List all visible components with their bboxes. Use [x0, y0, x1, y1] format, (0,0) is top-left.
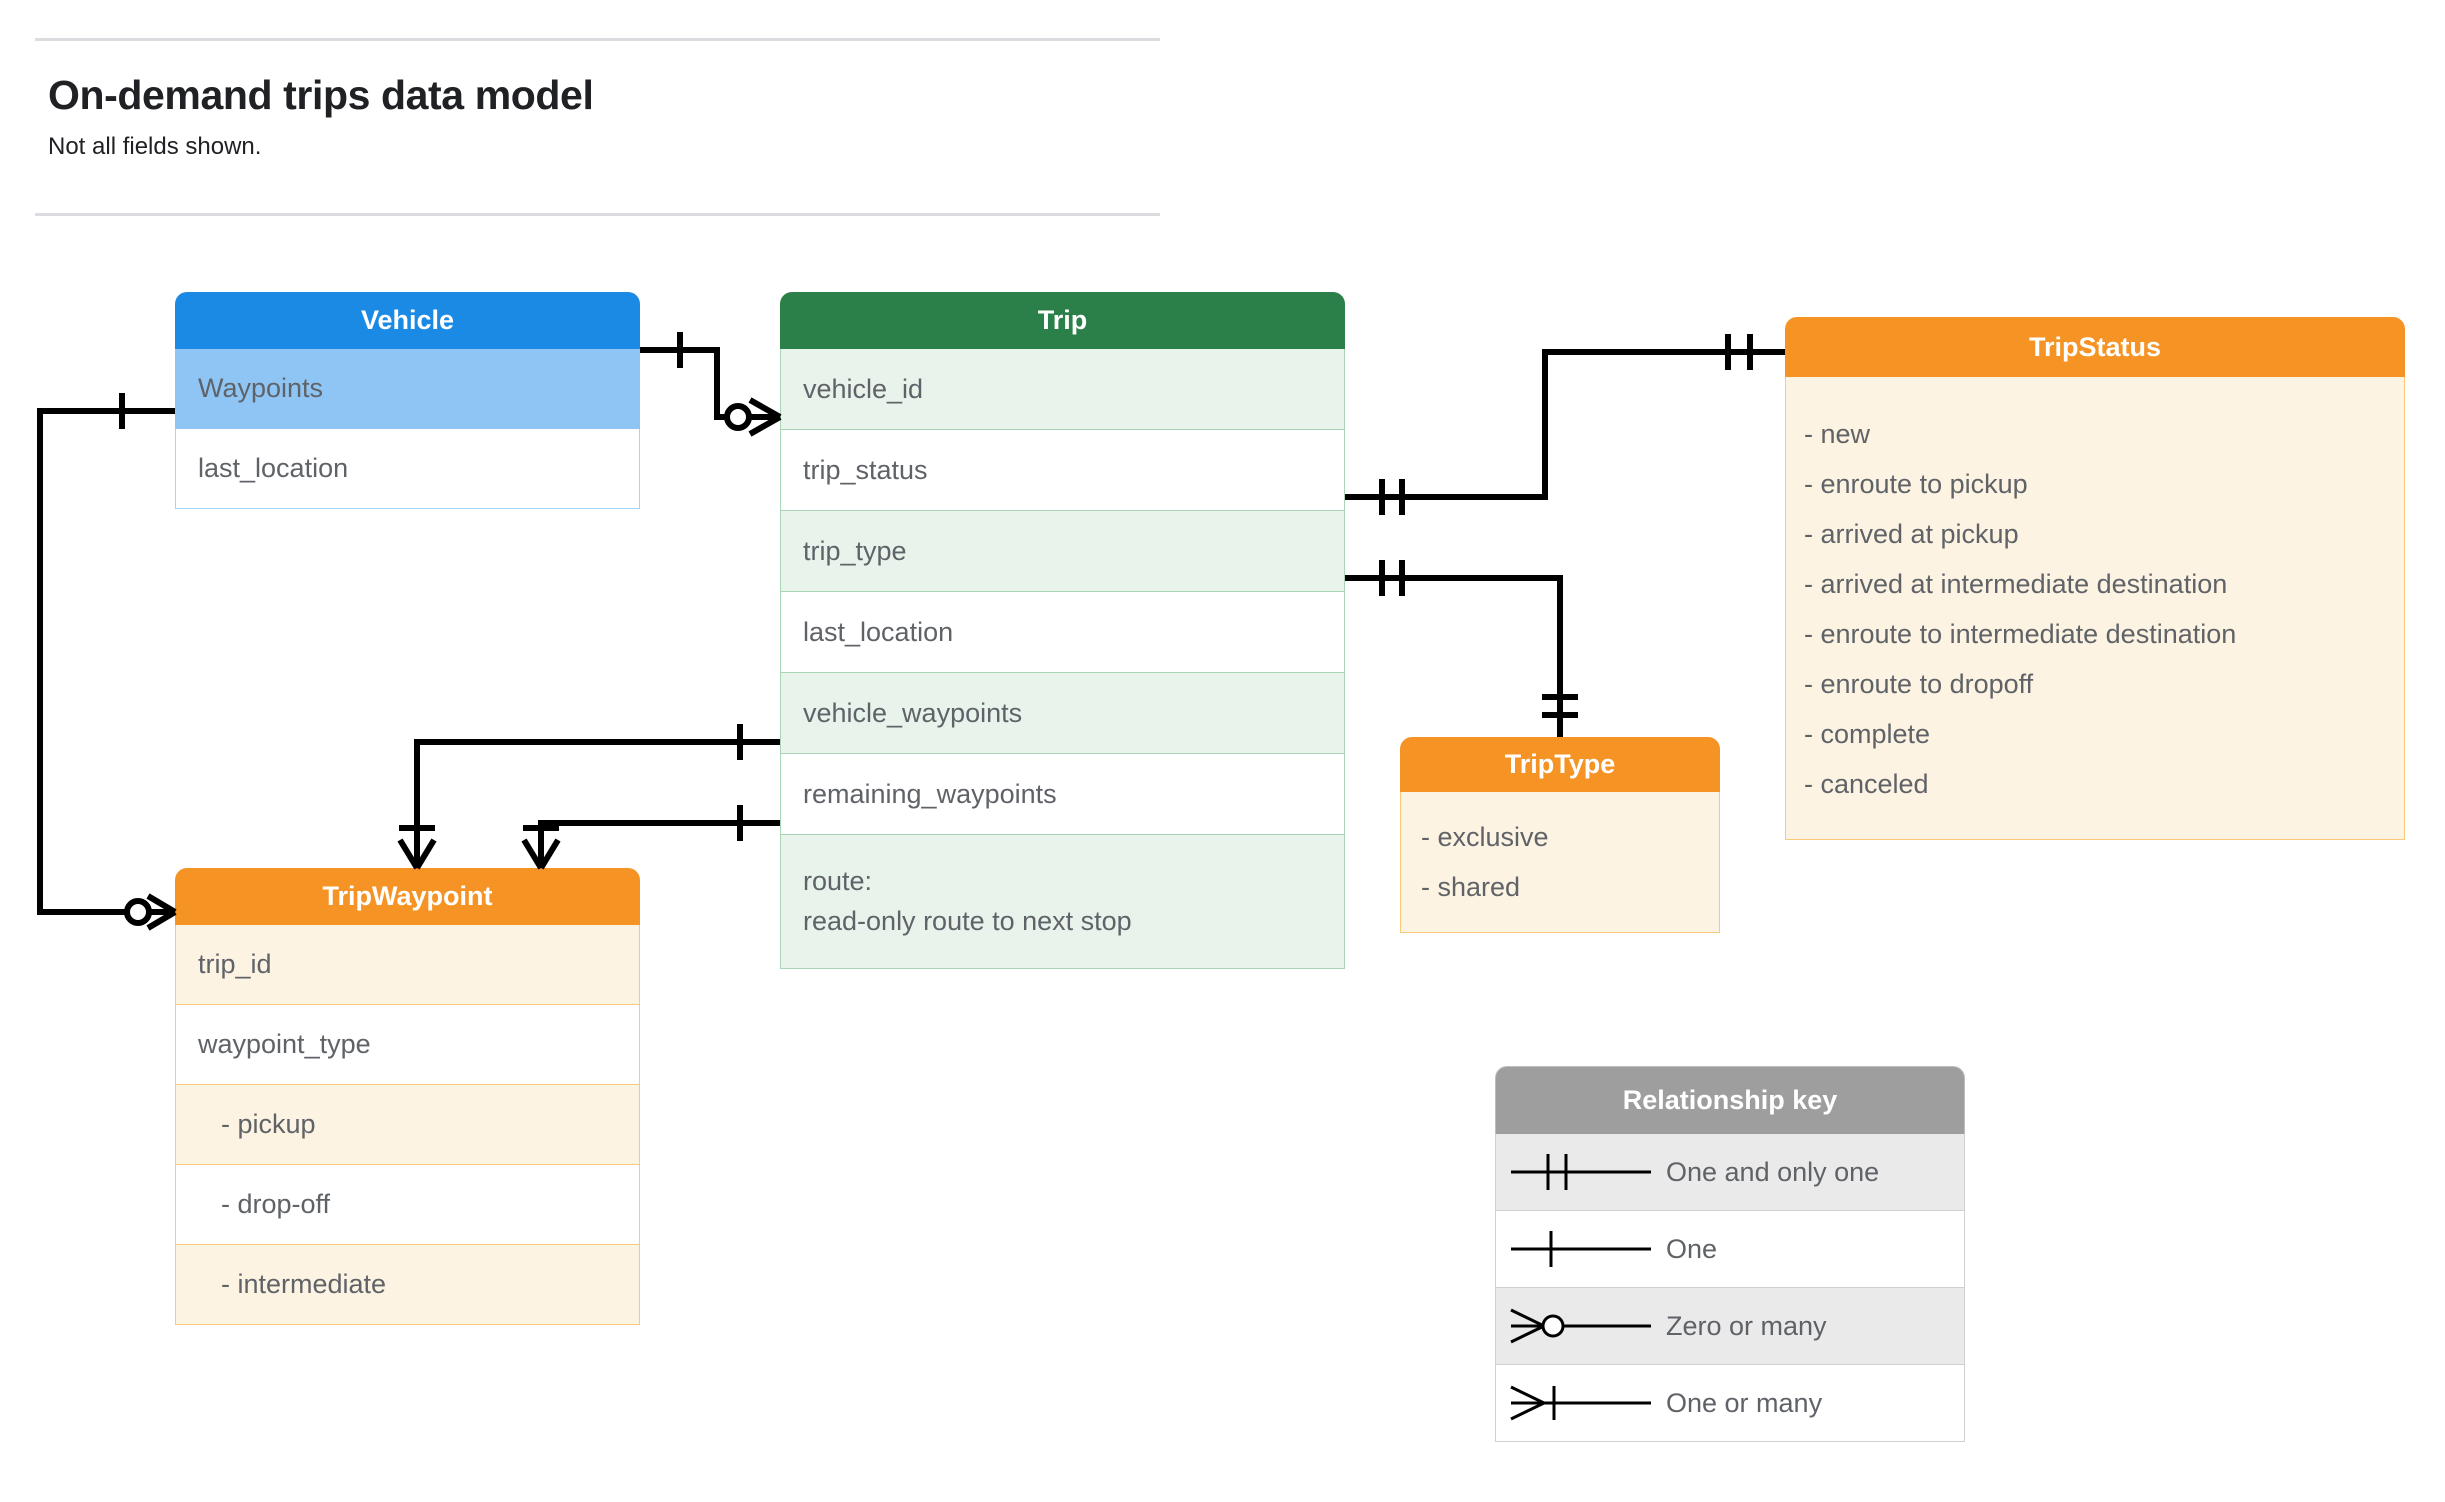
header-divider-bottom	[35, 213, 1160, 216]
field-tripwaypoint-trip-id[interactable]: trip_id	[175, 925, 640, 1005]
field-tripwaypoint-waypoint-type[interactable]: waypoint_type	[175, 1005, 640, 1085]
field-trip-last-location[interactable]: last_location	[780, 592, 1345, 673]
one-and-only-one-icon	[1496, 1147, 1666, 1197]
connector-trip-to-triptype	[1345, 560, 1578, 737]
connector-vehicle-waypoints-to-tripwaypoint	[37, 393, 177, 931]
entity-tripwaypoint[interactable]: TripWaypoint trip_id waypoint_type - pic…	[175, 868, 640, 1325]
entity-tripstatus-body: - new - enroute to pickup - arrived at p…	[1785, 377, 2405, 840]
entity-trip-body: vehicle_id trip_status trip_type last_lo…	[780, 349, 1345, 969]
entity-tripstatus[interactable]: TripStatus - new - enroute to pickup - a…	[1785, 317, 2405, 840]
field-vehicle-waypoints[interactable]: Waypoints	[175, 349, 640, 429]
value-tripstatus-arrived-intermediate: - arrived at intermediate destination	[1804, 569, 2228, 599]
value-triptype-exclusive: - exclusive	[1421, 822, 1549, 852]
one-icon	[1496, 1224, 1666, 1274]
relationship-key[interactable]: Relationship key One and only one One	[1495, 1066, 1965, 1442]
value-tripstatus-enroute-dropoff: - enroute to dropoff	[1804, 669, 2034, 699]
field-trip-vehicle-id[interactable]: vehicle_id	[780, 349, 1345, 430]
relationship-key-label: One and only one	[1666, 1156, 1880, 1187]
zero-or-many-icon	[1496, 1301, 1666, 1351]
field-trip-trip-status[interactable]: trip_status	[780, 430, 1345, 511]
relationship-key-row: One or many	[1495, 1365, 1965, 1442]
field-trip-route[interactable]: route: read-only route to next stop	[780, 835, 1345, 969]
entity-triptype-title: TripType	[1400, 737, 1720, 792]
value-tripstatus-new: - new	[1804, 419, 1871, 449]
value-tripwaypoint-intermediate[interactable]: - intermediate	[175, 1245, 640, 1325]
relationship-key-row: Zero or many	[1495, 1288, 1965, 1365]
entity-trip-title: Trip	[780, 292, 1345, 349]
entity-triptype-body: - exclusive - shared	[1400, 792, 1720, 933]
relationship-key-title: Relationship key	[1495, 1066, 1965, 1134]
relationship-key-row: One and only one	[1495, 1134, 1965, 1211]
value-tripstatus-enroute-intermediate: - enroute to intermediate destination	[1804, 619, 2237, 649]
field-trip-vehicle-waypoints[interactable]: vehicle_waypoints	[780, 673, 1345, 754]
value-tripstatus-complete: - complete	[1804, 719, 1931, 749]
page-title: On-demand trips data model	[48, 72, 594, 118]
value-tripstatus-enroute-pickup: - enroute to pickup	[1804, 469, 2028, 499]
relationship-key-label: One or many	[1666, 1387, 1823, 1418]
value-tripstatus-arrived-pickup: - arrived at pickup	[1804, 519, 2019, 549]
field-trip-trip-type[interactable]: trip_type	[780, 511, 1345, 592]
connector-vehicle-to-trip	[640, 332, 782, 437]
field-trip-route-label: route:	[803, 866, 873, 897]
entity-tripwaypoint-title: TripWaypoint	[175, 868, 640, 925]
one-or-many-icon	[1496, 1378, 1666, 1428]
value-triptype-shared: - shared	[1421, 872, 1521, 902]
entity-vehicle-title: Vehicle	[175, 292, 640, 349]
entity-tripstatus-title: TripStatus	[1785, 317, 2405, 377]
value-tripwaypoint-dropoff[interactable]: - drop-off	[175, 1165, 640, 1245]
entity-vehicle[interactable]: Vehicle Waypoints last_location	[175, 292, 640, 509]
relationship-key-label: One	[1666, 1233, 1718, 1264]
field-vehicle-last-location[interactable]: last_location	[175, 429, 640, 509]
header-divider-top	[35, 38, 1160, 41]
entity-vehicle-body: Waypoints last_location	[175, 349, 640, 509]
relationship-key-row: One	[1495, 1211, 1965, 1288]
page-subtitle: Not all fields shown.	[48, 133, 262, 160]
field-trip-remaining-waypoints[interactable]: remaining_waypoints	[780, 754, 1345, 835]
relationship-key-label: Zero or many	[1666, 1310, 1827, 1341]
entity-triptype[interactable]: TripType - exclusive - shared	[1400, 737, 1720, 933]
connector-trip-remaining-waypoints-to-tripwaypoint	[521, 805, 780, 870]
field-trip-route-desc: read-only route to next stop	[803, 905, 1132, 936]
entity-tripwaypoint-body: trip_id waypoint_type - pickup - drop-of…	[175, 925, 640, 1325]
value-tripwaypoint-pickup[interactable]: - pickup	[175, 1085, 640, 1165]
entity-trip[interactable]: Trip vehicle_id trip_status trip_type la…	[780, 292, 1345, 969]
connector-trip-to-tripstatus	[1345, 334, 1785, 515]
connector-trip-vehicle-waypoints-to-tripwaypoint	[397, 724, 780, 870]
value-tripstatus-canceled: - canceled	[1804, 769, 1929, 799]
